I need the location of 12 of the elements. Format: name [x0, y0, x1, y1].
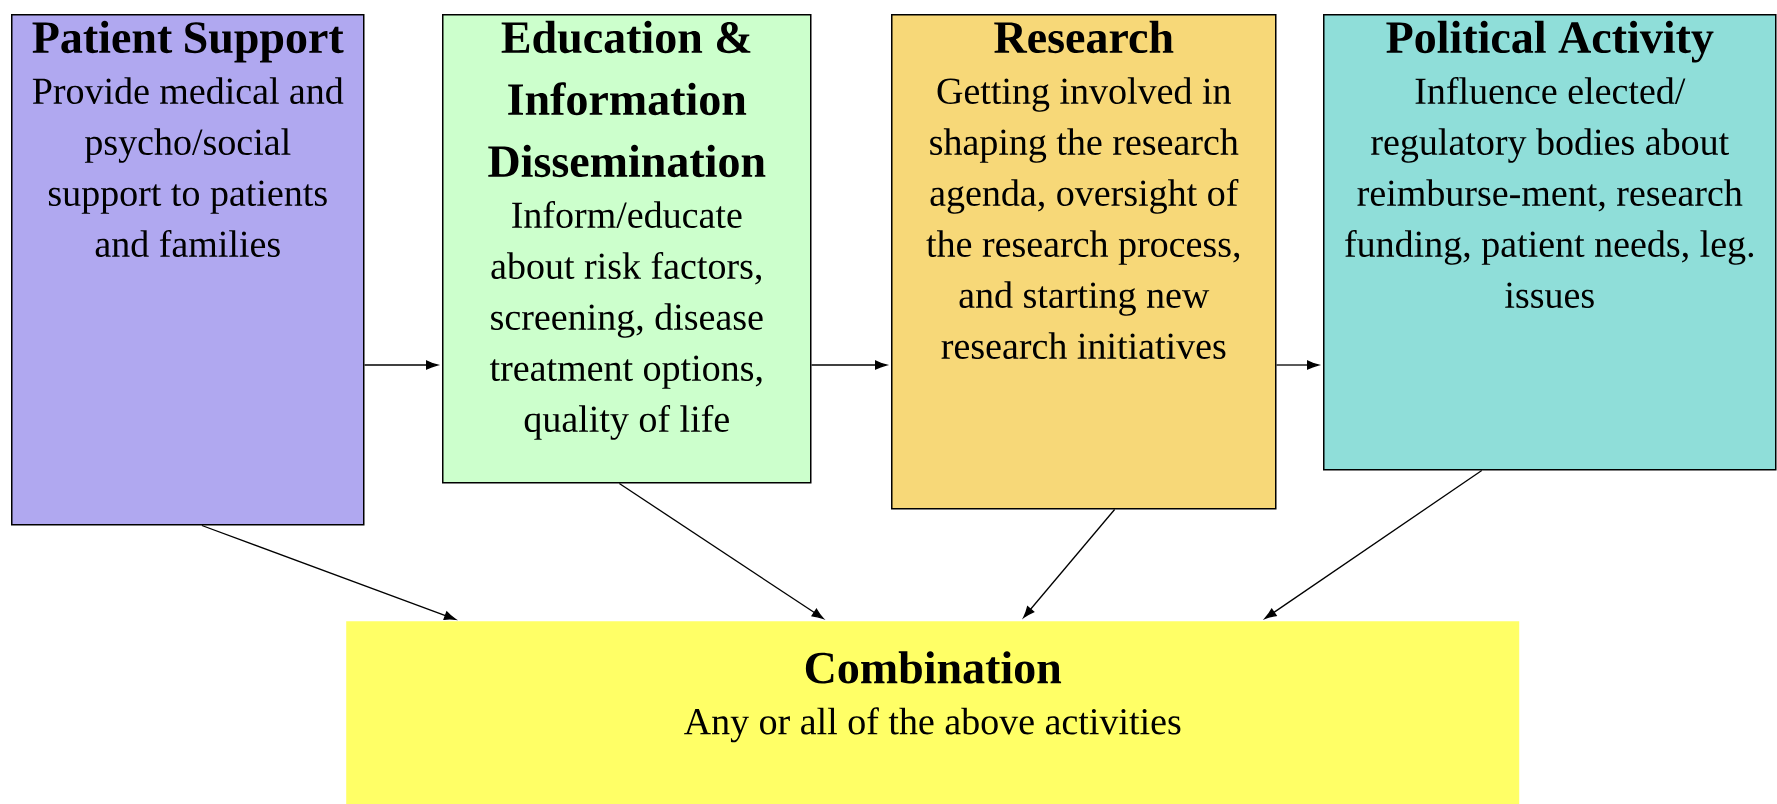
process-box: Political Activity Influence elected/ regulatory bodies about reimburse-ment, research funding, patient needs, leg. issues: [1323, 14, 1777, 471]
arrow: [618, 482, 824, 619]
process-box: Education & Information Dissemination Inform/educate about risk factors, screening, disease treatment options, quality of life: [442, 14, 812, 484]
arrow: [1275, 360, 1319, 370]
arrow: [810, 360, 887, 370]
arrow: [201, 524, 456, 620]
process-box: Research Getting involved in shaping the research agenda, oversight of the research process, and starting new research initiatives: [891, 14, 1277, 510]
arrow: [1264, 469, 1483, 619]
process-box: Patient Support Provide medical and psycho/social support to patients and families: [11, 14, 365, 526]
summary-box: Combination Any or all of the above activities: [346, 621, 1520, 804]
arrow: [1023, 508, 1116, 618]
arrow: [363, 360, 438, 370]
